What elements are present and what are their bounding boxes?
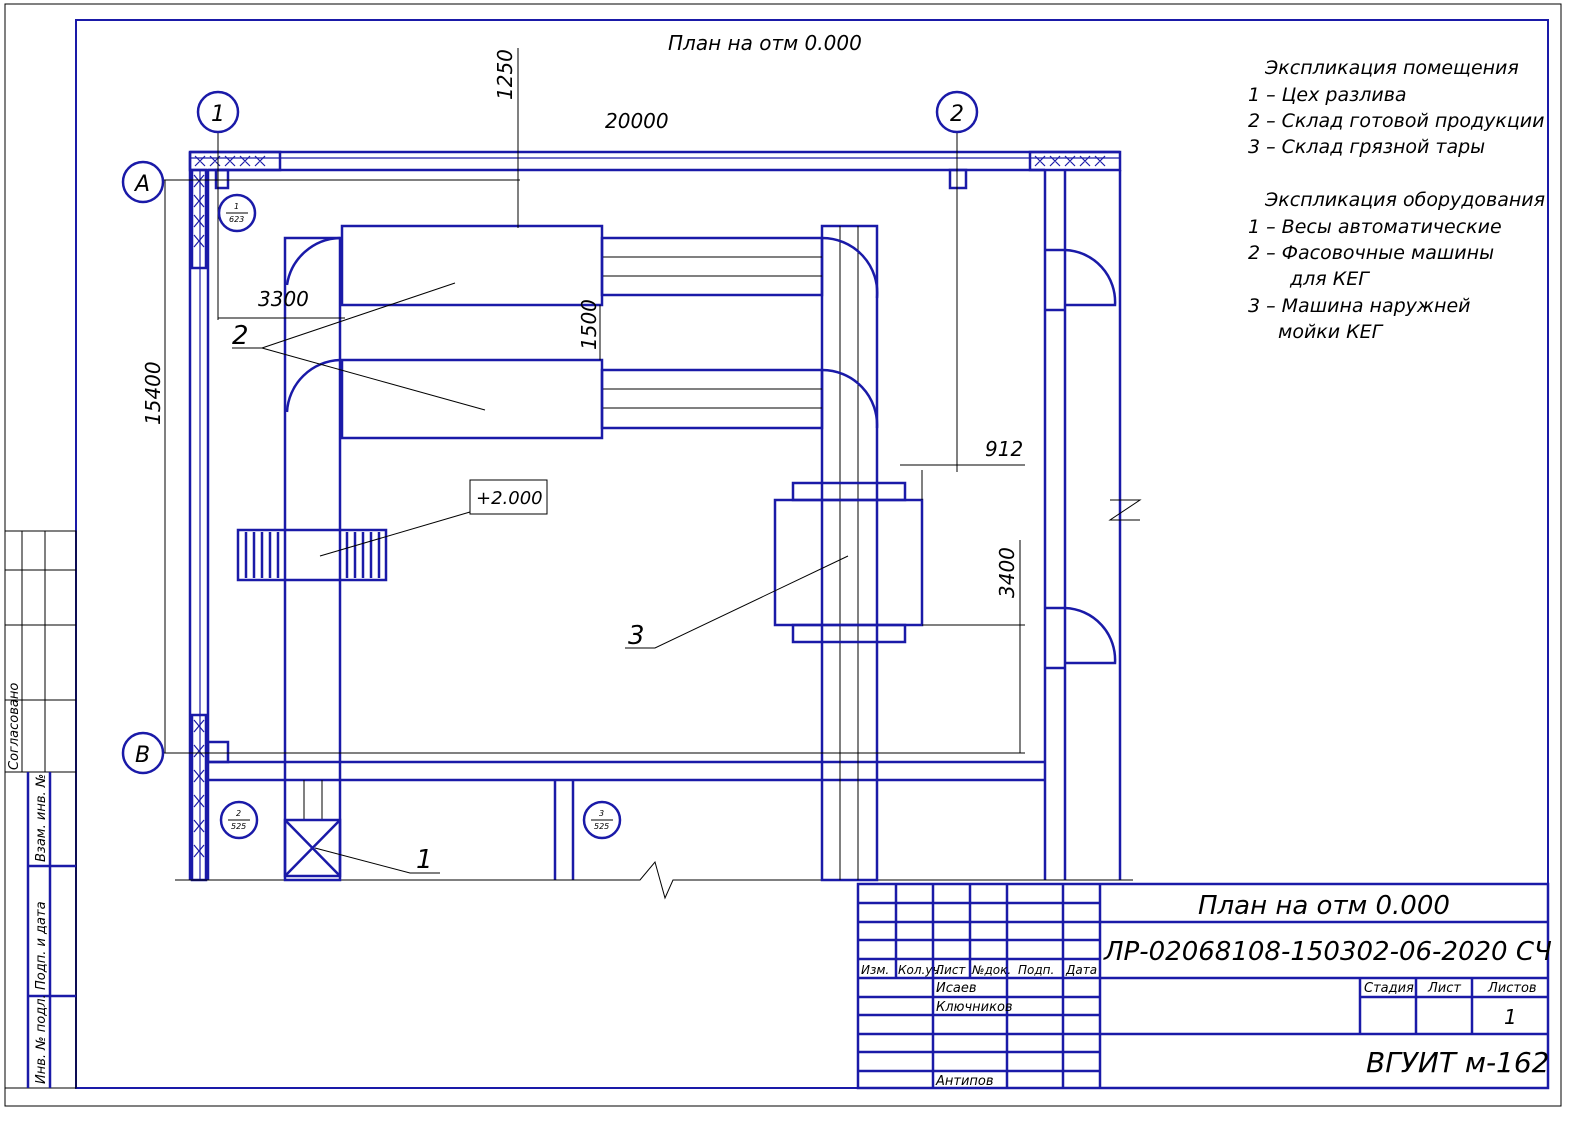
sheets-value: 1 xyxy=(1504,1005,1517,1029)
equipment-3b: мойки КЕГ xyxy=(1278,321,1384,343)
plan-title: План на отм 0.000 xyxy=(668,31,862,55)
walls xyxy=(175,150,1142,900)
room-3: 3 – Склад грязной тары xyxy=(1248,136,1485,158)
dimensions: 20000 1250 15400 3300 1500 912 3400 xyxy=(141,48,1025,753)
dim-3300: 3300 xyxy=(258,287,309,311)
dim-1250: 1250 xyxy=(493,49,517,100)
equipment-2: 2 – Фасовочные машины xyxy=(1248,242,1494,264)
tb-name-2: Ключников xyxy=(936,1000,1013,1015)
callout-1: 1 xyxy=(416,845,433,875)
dim-15400: 15400 xyxy=(141,361,165,425)
room-2: 2 – Склад готовой продукции xyxy=(1248,110,1544,132)
filling-machine-2 xyxy=(340,358,604,440)
rooms-title: Экспликация помещения xyxy=(1264,57,1519,79)
conveyors xyxy=(283,224,879,882)
tb-header-data: Дата xyxy=(1065,963,1097,977)
dim-20000: 20000 xyxy=(605,109,669,133)
svg-text:2: 2 xyxy=(236,809,241,818)
svg-text:525: 525 xyxy=(231,822,246,831)
axis-a: A xyxy=(133,172,150,197)
tb-header-ndok: №док. xyxy=(971,963,1011,977)
callout-2: 2 xyxy=(232,321,249,351)
equipment-title: Экспликация оборудования xyxy=(1264,189,1545,211)
dim-912: 912 xyxy=(985,437,1023,461)
axis-b: B xyxy=(135,743,150,768)
equipment-1: 1 – Весы автоматические xyxy=(1248,216,1502,238)
stamp-sign-date: Подп. и дата xyxy=(34,901,49,990)
tb-header-koluch: Кол.уч. xyxy=(898,963,943,977)
tb-header-podp: Подп. xyxy=(1018,963,1054,977)
organization: ВГУИТ м-162 xyxy=(1366,1046,1550,1079)
axis-2: 2 xyxy=(950,102,964,127)
tb-header-izm: Изм. xyxy=(861,963,889,977)
section-mark-3: 3 525 xyxy=(582,800,622,840)
svg-text:525: 525 xyxy=(594,822,609,831)
explication: Экспликация помещения 1 – Цех разлива 2 … xyxy=(1248,57,1545,343)
side-stamp: Согласовано Взам. инв. № Подп. и дата Ин… xyxy=(4,530,77,1089)
equipment-3: 3 – Машина наружней xyxy=(1248,295,1471,317)
room-1: 1 – Цех разлива xyxy=(1248,84,1407,106)
sheet-label: Лист xyxy=(1427,981,1461,996)
svg-text:1: 1 xyxy=(234,202,239,211)
axis-1: 1 xyxy=(211,102,225,127)
dim-1500: 1500 xyxy=(577,299,601,350)
stamp-agreed: Согласовано xyxy=(7,683,22,770)
tb-header-list: Лист xyxy=(934,963,966,977)
drawing-code: ЛР-02068108-150302-06-2020 СЧ xyxy=(1103,937,1552,967)
stamp-inv-swap: Взам. инв. № xyxy=(34,774,49,862)
stage-label: Стадия xyxy=(1364,981,1414,996)
sheets-label: Листов xyxy=(1487,981,1537,996)
keg-washer xyxy=(773,481,924,644)
tb-name-1: Исаев xyxy=(936,981,977,996)
axis-markers: 1 2 A B xyxy=(121,90,1025,775)
platform-stairs xyxy=(236,528,388,582)
filling-machine-1 xyxy=(340,224,604,307)
callout-3: 3 xyxy=(628,621,645,651)
section-mark-1: 1 623 xyxy=(217,193,257,233)
dim-3400: 3400 xyxy=(995,547,1019,598)
svg-text:3: 3 xyxy=(599,809,604,818)
svg-text:623: 623 xyxy=(229,215,244,224)
drawing-title: План на отм 0.000 xyxy=(1198,891,1450,921)
tb-name-3: Антипов xyxy=(935,1074,994,1089)
title-block: Изм. Кол.уч. Лист №док. Подп. Дата Исаев… xyxy=(856,882,1552,1090)
scales xyxy=(283,818,342,878)
section-mark-2: 2 525 xyxy=(219,800,259,840)
leaders: +2.000 2 3 1 xyxy=(232,282,849,875)
level-mark: +2.000 xyxy=(476,488,543,509)
stamp-inv-orig: Инв. № подл. xyxy=(34,994,49,1084)
equipment-2b: для КЕГ xyxy=(1289,268,1370,290)
